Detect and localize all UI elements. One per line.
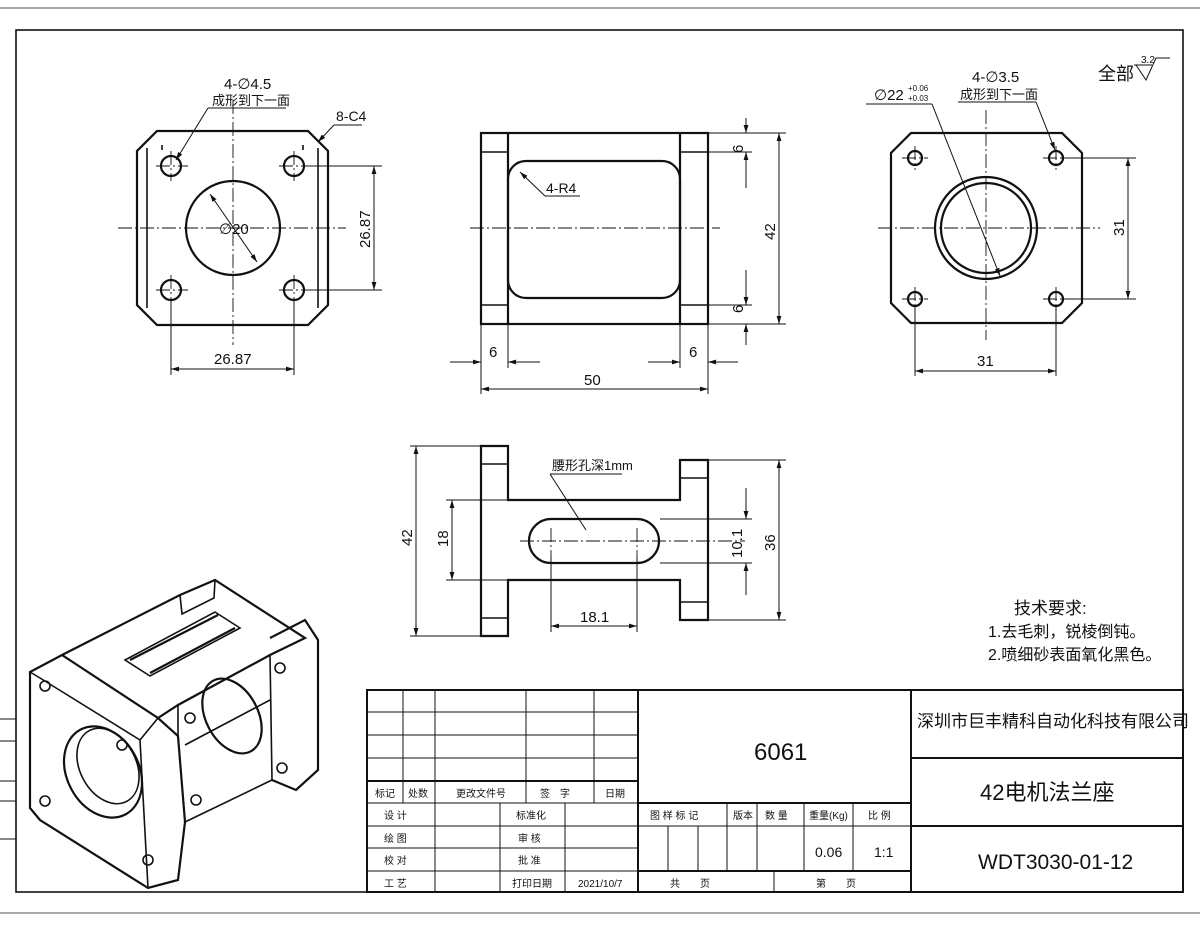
material-value: 6061 bbox=[754, 739, 807, 766]
roughness-note: 全部 3.2 bbox=[1098, 55, 1170, 84]
tech-title: 技术要求: bbox=[1014, 599, 1087, 618]
print-date-value: 2021/10/7 bbox=[578, 879, 623, 890]
info-header-version: 版本 bbox=[733, 809, 753, 822]
isometric-view bbox=[0, 578, 320, 890]
scale-value: 1:1 bbox=[874, 844, 894, 860]
rear-dim-vertical: 31 bbox=[1111, 219, 1128, 236]
top-dim-42: 42 bbox=[399, 529, 416, 546]
front-hole-note: 成形到下一面 bbox=[212, 93, 290, 108]
sign-draw: 绘 图 bbox=[384, 832, 407, 845]
top-view: 腰形孔深1mm 42 18 10.1 36 18.1 bbox=[399, 444, 786, 638]
front-dim-vertical: 26.87 bbox=[357, 210, 374, 248]
rev-header-sign: 签 字 bbox=[540, 787, 570, 800]
front-view: ∅20 4-∅4.5 成形到下一面 8-C4 26.87 26.87 bbox=[118, 76, 382, 375]
title-block: 标记 处数 更改文件号 签 字 日期 设 计 绘 图 校 对 工 艺 标准化 审… bbox=[366, 689, 1189, 893]
front-bore-label: ∅20 bbox=[219, 221, 249, 238]
info-header-qty: 数 量 bbox=[765, 809, 788, 822]
part-name: 42电机法兰座 bbox=[980, 780, 1114, 805]
drawing-number: WDT3030-01-12 bbox=[978, 851, 1133, 874]
rear-bore-label: ∅22 bbox=[874, 87, 904, 104]
front-chamfer-label: 8-C4 bbox=[336, 108, 367, 124]
rear-hole-note: 成形到下一面 bbox=[960, 87, 1038, 102]
company-name: 深圳市巨丰精科自动化科技有限公司 bbox=[917, 712, 1189, 731]
side-view: 4-R4 6 6 42 6 6 50 bbox=[450, 118, 786, 394]
side-dim-top: 6 bbox=[730, 145, 747, 153]
rear-bore-tol-upper: +0.06 bbox=[908, 84, 929, 93]
rear-outline bbox=[889, 131, 1084, 325]
rev-header-doc: 更改文件号 bbox=[456, 787, 506, 800]
sign-review: 审 核 bbox=[518, 832, 541, 845]
front-dim-horizontal: 26.87 bbox=[214, 351, 252, 368]
rev-header-mark: 标记 bbox=[375, 788, 395, 800]
info-header-weight: 重量(Kg) bbox=[809, 809, 848, 822]
side-radius-label: 4-R4 bbox=[546, 180, 577, 196]
sheet-number: 第 页 bbox=[816, 877, 856, 890]
side-dim-height: 42 bbox=[762, 223, 779, 240]
side-dim-left: 6 bbox=[489, 344, 497, 361]
side-dim-bottom: 6 bbox=[730, 305, 747, 313]
front-hole-callout: 4-∅4.5 bbox=[224, 76, 271, 93]
front-outline bbox=[135, 129, 330, 327]
rear-bore-tol-lower: +0.03 bbox=[908, 94, 929, 103]
sign-process: 工 艺 bbox=[384, 878, 407, 890]
tech-item-1: 1.去毛刺，锐棱倒钝。 bbox=[988, 623, 1145, 641]
top-dim-10-1: 10.1 bbox=[729, 529, 746, 558]
roughness-symbol bbox=[1135, 57, 1170, 82]
front-inner-flange bbox=[161, 145, 304, 150]
top-dim-18-1: 18.1 bbox=[580, 609, 609, 626]
tech-item-2: 2.喷细砂表面氧化黑色。 bbox=[988, 646, 1161, 664]
rear-hole-callout: 4-∅3.5 bbox=[972, 69, 1019, 86]
top-slot-note: 腰形孔深1mm bbox=[552, 458, 633, 473]
sign-standard: 标准化 bbox=[516, 809, 546, 822]
sheets-total: 共 页 bbox=[670, 878, 710, 890]
tech-requirements: 技术要求: 1.去毛刺，锐棱倒钝。 2.喷细砂表面氧化黑色。 bbox=[988, 599, 1161, 664]
top-dim-36: 36 bbox=[762, 534, 779, 551]
info-header-scale: 比 例 bbox=[868, 809, 891, 822]
rev-header-date: 日期 bbox=[605, 788, 625, 800]
sign-check: 校 对 bbox=[384, 854, 407, 867]
side-dim-width: 50 bbox=[584, 372, 601, 389]
info-header-sample: 图 样 标 记 bbox=[650, 809, 698, 822]
rear-view: ∅22 +0.06 +0.03 4-∅3.5 成形到下一面 31 31 bbox=[866, 69, 1136, 376]
rev-header-count: 处数 bbox=[408, 787, 428, 800]
weight-value: 0.06 bbox=[815, 844, 842, 860]
side-dim-right: 6 bbox=[689, 344, 697, 361]
roughness-label: 全部 bbox=[1098, 64, 1134, 84]
rear-dim-horizontal: 31 bbox=[977, 353, 994, 370]
sign-design: 设 计 bbox=[384, 809, 407, 822]
roughness-value: 3.2 bbox=[1141, 55, 1155, 66]
sign-approve: 批 准 bbox=[518, 854, 541, 867]
top-dim-18: 18 bbox=[435, 530, 452, 547]
sign-print-date: 打印日期 bbox=[512, 877, 552, 890]
side-pocket bbox=[506, 159, 682, 300]
side-outline bbox=[479, 131, 710, 326]
